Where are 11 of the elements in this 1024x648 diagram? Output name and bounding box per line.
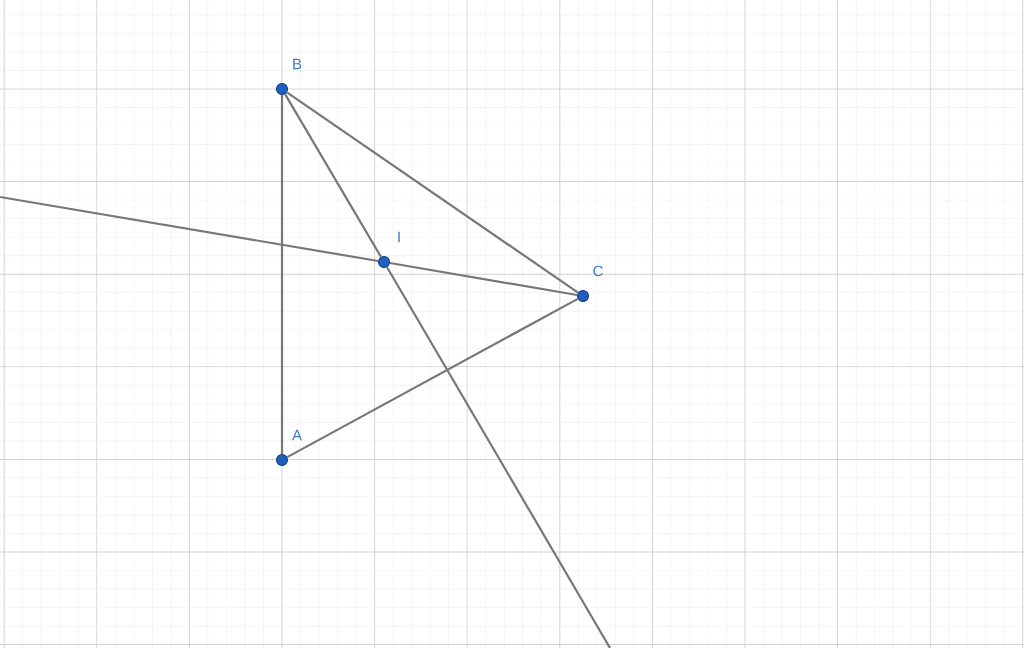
line-segment (286, 297, 579, 459)
line-segment (284, 93, 382, 258)
line-segment (286, 91, 579, 294)
line-segment (389, 261, 578, 297)
line-segment (0, 195, 379, 263)
point-label: C (593, 265, 603, 277)
point-label: B (293, 58, 302, 70)
line-segment (280, 95, 284, 454)
line-segment (386, 266, 611, 648)
point-label: A (292, 429, 302, 441)
point-label: I (398, 231, 400, 243)
